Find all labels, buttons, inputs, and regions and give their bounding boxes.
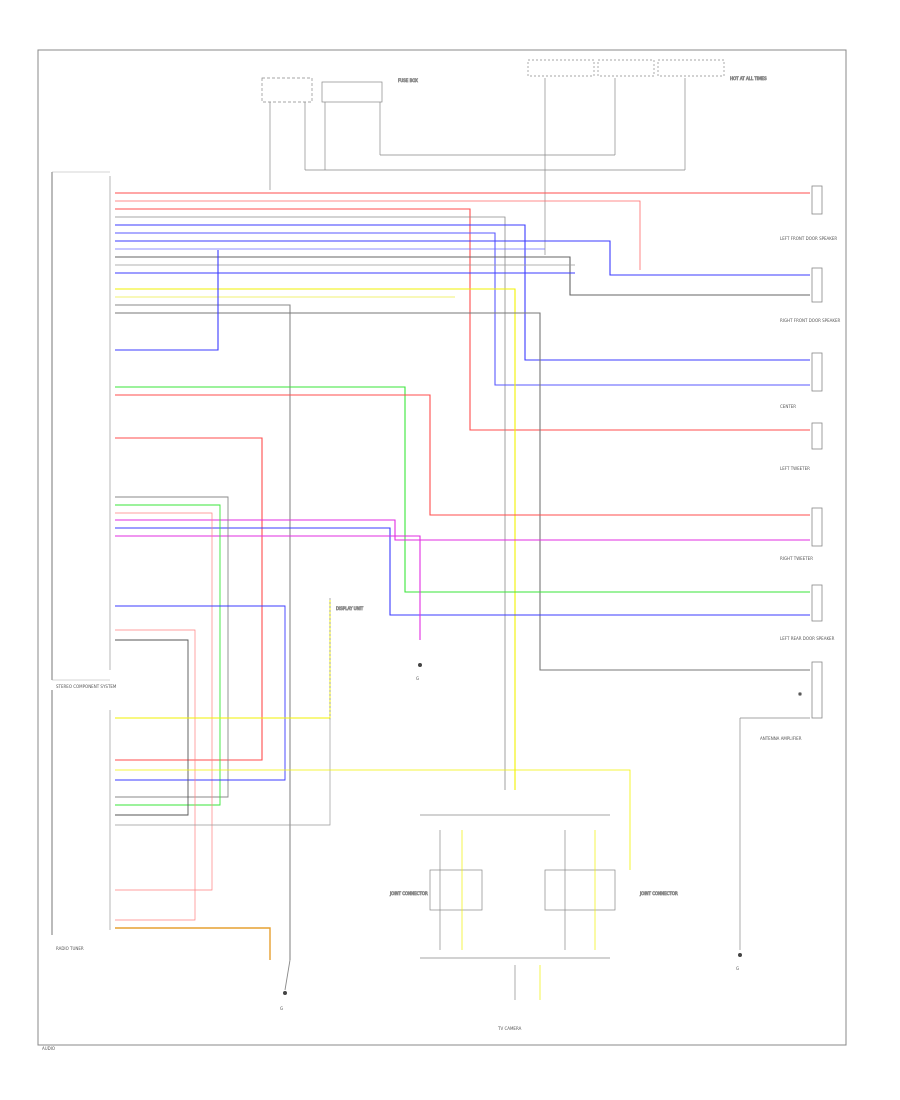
wire-gray-1: [115, 216, 506, 790]
audio-unit-label: STEREO COMPONENT SYSTEM: [56, 684, 117, 689]
connector-left-front-door: [811, 185, 823, 215]
right-front-door-label: RIGHT FRONT DOOR SPEAKER: [780, 318, 841, 323]
left-front-door-label: LEFT FRONT DOOR SPEAKER: [780, 236, 837, 241]
wire-group-middle: [115, 386, 810, 761]
wire-magenta-2: [115, 535, 421, 640]
wire-group-speakers: [115, 192, 810, 960]
radio-tuner-label: RADIO TUNER: [56, 946, 84, 951]
junction-left-label: JOINT CONNECTOR: [389, 891, 428, 896]
footer-label: AUDIO: [42, 1046, 55, 1051]
wire-red-4: [115, 394, 810, 516]
display-unit-label: DISPLAY UNIT: [336, 606, 364, 611]
fuse-box-top: FUSE BOX: [261, 77, 685, 190]
junction-right-label: JOINT CONNECTOR: [639, 891, 678, 896]
speaker-connectors: [811, 185, 823, 719]
wire-blue-7: [115, 527, 810, 616]
wire-green-1: [115, 386, 810, 593]
hot-label: HOT AT ALL TIMES: [730, 76, 767, 81]
wire-gray-2: [115, 304, 291, 960]
left-tweeter-label: LEFT TWEETER: [780, 466, 810, 471]
connector-antenna-amp: [811, 661, 823, 719]
connector-right-tweeter: [811, 507, 823, 547]
rear-speaker-label: LEFT REAR DOOR SPEAKER: [780, 636, 835, 641]
wire-gray-3: [115, 312, 810, 671]
connector-center: [811, 352, 823, 392]
ground-mid: [418, 663, 422, 667]
audio-unit-connector: STEREO COMPONENT SYSTEM: [51, 171, 117, 689]
wire-red-5: [115, 437, 263, 761]
junction-connectors: JOINT CONNECTOR JOINT CONNECTOR: [389, 814, 678, 1000]
tv-camera-label: TV CAMERA: [497, 1026, 522, 1031]
wire-magenta-1: [115, 519, 810, 541]
hot-at-all-times-box: HOT AT ALL TIMES: [527, 59, 767, 255]
wire-yellow-1: [115, 288, 516, 790]
diagram-frame: [37, 49, 847, 1046]
connector-left-tweeter: [811, 422, 823, 450]
ground-bottom: [283, 991, 287, 995]
display-unit: DISPLAY UNIT: [329, 598, 364, 720]
wire-darkgray-1: [115, 256, 810, 296]
radio-tuner-connector: RADIO TUNER: [51, 690, 111, 951]
antenna-amp-detail: [739, 692, 810, 950]
wire-blue-2: [115, 232, 810, 386]
ground-right: [738, 953, 742, 957]
antenna-amp-label: ANTENNA AMPLIFIER: [760, 736, 802, 741]
wire-blue-1: [115, 224, 810, 361]
connector-right-front-door: [811, 267, 823, 303]
grounds: G G G: [280, 663, 742, 1011]
wire-red-2: [115, 200, 641, 270]
wire-blue-6: [115, 250, 219, 351]
right-tweeter-label: RIGHT TWEETER: [780, 556, 813, 561]
connector-rear: [811, 584, 823, 622]
fuse-box-label: FUSE BOX: [398, 78, 418, 83]
speaker-labels: LEFT FRONT DOOR SPEAKER RIGHT FRONT DOOR…: [760, 236, 841, 741]
center-label: CENTER: [780, 404, 796, 409]
wire-red-3: [115, 208, 810, 431]
ground-right-label: G: [736, 966, 739, 971]
ground-mid-label: G: [416, 676, 419, 681]
wire-group-internal: [115, 496, 631, 991]
ground-bottom-label: G: [280, 1006, 283, 1011]
wire-blue-3: [115, 240, 810, 276]
